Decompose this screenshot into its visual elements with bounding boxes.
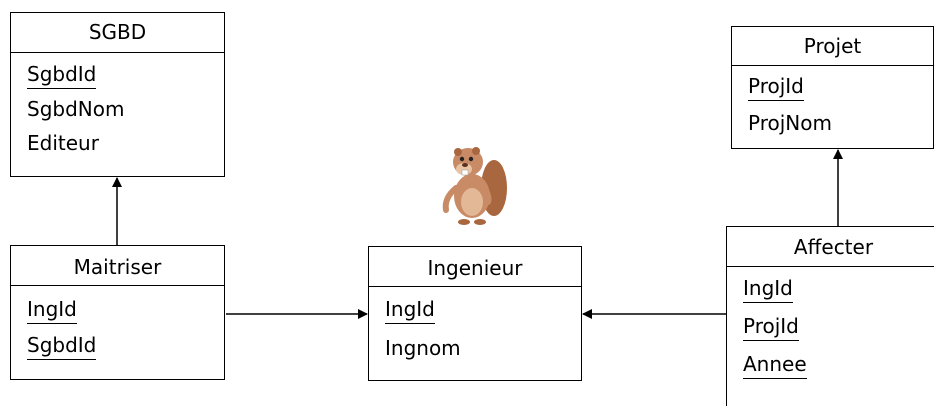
key-attribute-label: IngId bbox=[385, 299, 435, 324]
attribute-row: SgbdId bbox=[27, 64, 224, 89]
key-attribute-label: IngId bbox=[27, 299, 77, 324]
key-attribute-label: ProjId bbox=[748, 76, 804, 101]
attribute-row: ProjId bbox=[743, 316, 934, 341]
attribute-row: SgbdNom bbox=[27, 99, 224, 119]
attribute-row: IngId bbox=[385, 299, 581, 324]
key-attribute-label: IngId bbox=[743, 278, 793, 303]
attribute-row: Editeur bbox=[27, 133, 224, 153]
attribute-row: ProjId bbox=[748, 76, 933, 101]
key-attribute-label: ProjId bbox=[743, 316, 799, 341]
attribute-row: SgbdId bbox=[27, 335, 224, 360]
key-attribute-label: SgbdId bbox=[27, 64, 97, 89]
entity-title: SGBD bbox=[11, 13, 224, 53]
beaver-mascot-icon bbox=[442, 147, 507, 225]
entity-title: Ingenieur bbox=[369, 247, 581, 287]
entity-title: Affecter bbox=[727, 227, 934, 267]
attribute-row: IngId bbox=[27, 299, 224, 324]
attribute-label: Editeur bbox=[27, 131, 99, 155]
attribute-row: ProjNom bbox=[748, 113, 933, 133]
attribute-row: IngId bbox=[743, 278, 934, 303]
attribute-label: ProjNom bbox=[748, 111, 832, 135]
attribute-label: Ingnom bbox=[385, 336, 461, 360]
attribute-label: SgbdNom bbox=[27, 97, 125, 121]
attribute-row: Annee bbox=[743, 354, 934, 379]
entity-title: Projet bbox=[732, 27, 933, 66]
key-attribute-label: Annee bbox=[743, 354, 807, 379]
attribute-row: Ingnom bbox=[385, 338, 581, 358]
relationship-links bbox=[112, 149, 843, 319]
key-attribute-label: SgbdId bbox=[27, 335, 97, 360]
entity-title: Maitriser bbox=[11, 246, 224, 286]
